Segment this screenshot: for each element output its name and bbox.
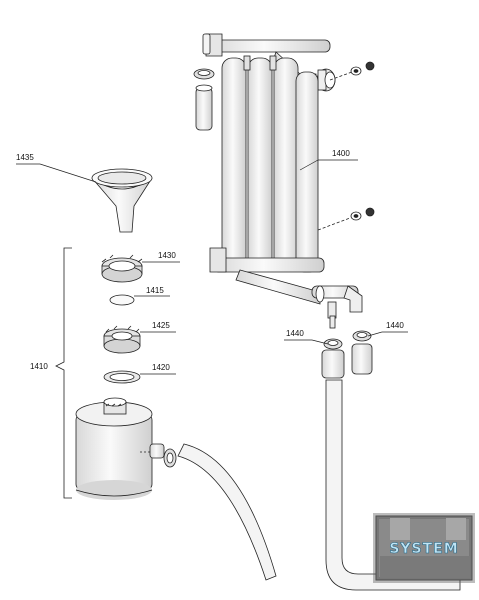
label-1425: 1425 [152,321,170,330]
canister-clamp [163,448,177,468]
group-bracket-1410 [55,247,72,499]
bolt-washer-top [329,61,375,81]
label-1430: 1430 [158,251,176,260]
logo-text: SYSTEM [389,541,458,557]
label-1440-right: 1440 [386,321,404,330]
canister [75,397,165,500]
filter-assembly-1400 [202,33,363,329]
disk-1415 [109,294,135,306]
system-logo: SYSTEM [373,513,475,583]
clamp-top-left [193,68,215,131]
nut-1430 [101,254,143,283]
leader-1400 [299,159,358,171]
bolt-washer-middle [317,207,375,231]
label-1410: 1410 [30,362,48,371]
nut-1425 [103,325,141,354]
label-1400: 1400 [332,149,350,158]
label-1420: 1420 [152,363,170,372]
label-1440-left: 1440 [286,329,304,338]
clamp-1440-right [351,330,373,375]
label-1415: 1415 [146,286,164,295]
leader-1435 [16,163,97,183]
leader-1440 [284,331,408,345]
ring-1420 [103,370,141,384]
label-1435: 1435 [16,153,34,162]
canister-hose [177,443,277,581]
funnel-1435 [91,168,153,233]
clamp-1440-left [321,338,345,379]
